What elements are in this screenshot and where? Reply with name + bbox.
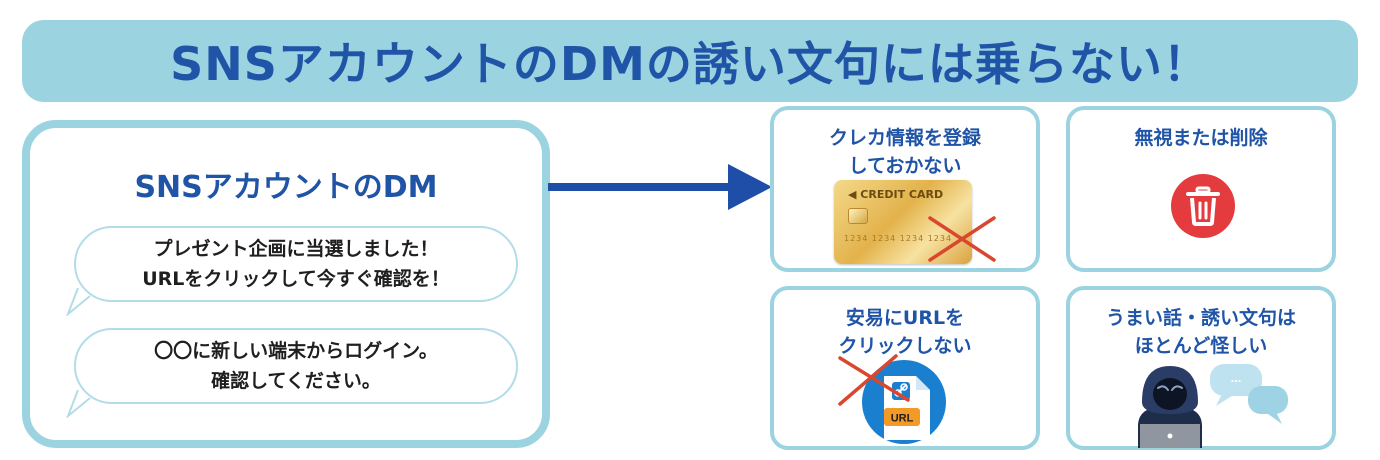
advice-card-suspicious: うまい話・誘い文句は ほとんど怪しい ... — [1066, 286, 1336, 450]
url-badge-label: URL — [891, 413, 914, 425]
dm-panel: SNSアカウントのDM プレゼント企画に当選しました！ URLをクリックして今す… — [22, 120, 550, 448]
advice-card-title: うまい話・誘い文句は ほとんど怪しい — [1105, 307, 1296, 357]
dm-message-bubble: 〇〇に新しい端末からログイン。 確認してください。 — [74, 328, 518, 404]
chat-bubble-text: ... — [1231, 370, 1242, 385]
url-link-icon: URL — [834, 348, 984, 448]
right-arrow-icon — [548, 164, 772, 210]
credit-card-icon: ◀ CREDIT CARD 1234 1234 1234 1234 — [834, 180, 972, 264]
speech-bubble-tail — [66, 288, 91, 316]
credit-card-number: 1234 1234 1234 1234 — [844, 234, 953, 243]
dm-message-bubble: プレゼント企画に当選しました！ URLをクリックして今すぐ確認を！ — [74, 226, 518, 302]
advice-card-credit-card: クレカ情報を登録 しておかない ◀ CREDIT CARD 1234 1234 … — [770, 106, 1040, 272]
speech-bubble-tail — [66, 390, 91, 418]
page-title: SNSアカウントのDMの誘い文句には乗らない！ — [170, 37, 1210, 91]
advice-card-url: 安易にURLを クリックしない URL — [770, 286, 1040, 450]
trash-icon — [1171, 174, 1235, 238]
advice-card-title: クレカ情報を登録 しておかない — [828, 127, 981, 177]
card-chip-icon — [848, 208, 868, 224]
title-banner: SNSアカウントのDMの誘い文句には乗らない！ — [22, 20, 1358, 102]
hacker-icon: ... — [1130, 352, 1300, 448]
advice-card-title: 無視または削除 — [1134, 127, 1268, 149]
advice-card-title: 安易にURLを クリックしない — [838, 307, 972, 357]
dm-panel-title: SNSアカウントのDM — [134, 170, 438, 205]
credit-card-label: ◀ CREDIT CARD — [848, 188, 944, 201]
cross-mark-icon — [928, 216, 996, 262]
advice-card-ignore-delete: 無視または削除 — [1066, 106, 1336, 272]
